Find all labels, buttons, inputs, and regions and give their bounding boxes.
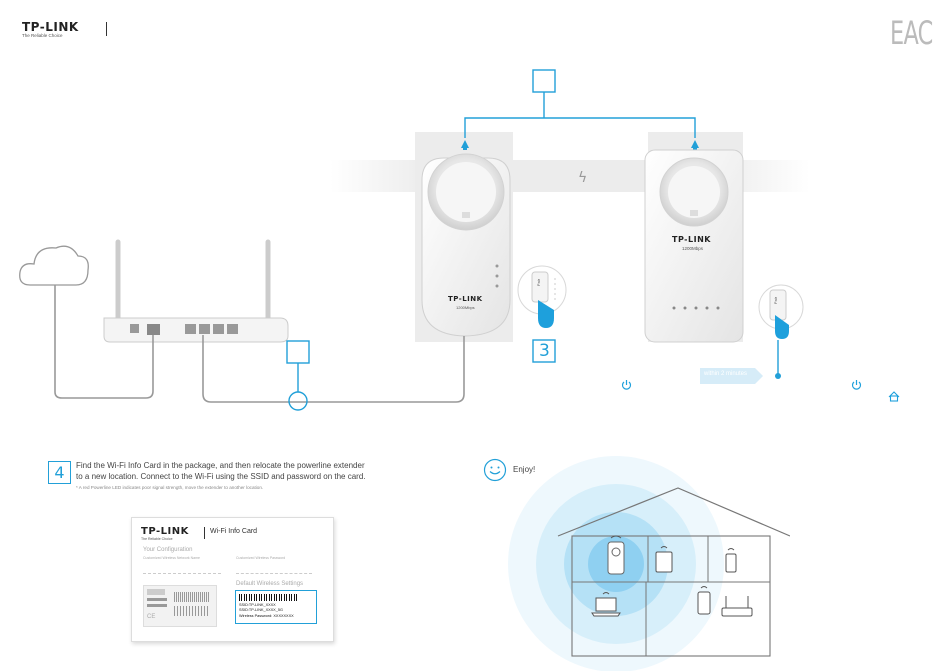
power-icon-left (621, 380, 632, 390)
card-default-box: SSID:TP-LINK_XXXX SSID:TP-LINK_XXXX_5G W… (235, 590, 317, 624)
cable-highlight (288, 391, 308, 411)
arrow-up-left-icon (461, 140, 469, 148)
eac-mark: EAC (890, 14, 933, 52)
card-password: Wireless Password: XXXXXXXX (239, 614, 294, 618)
adapter-brand: TP-LINK (448, 295, 483, 303)
smile-icon (483, 458, 507, 482)
card-title: Wi-Fi Info Card (210, 528, 258, 535)
house-roof (557, 487, 790, 537)
adapter-speed: 1200Mbps (456, 305, 475, 310)
step4-line2: to a new location. Connect to the Wi-Fi … (76, 472, 366, 481)
brand-name: TP-LINK (22, 20, 79, 34)
step-box-cable (286, 340, 310, 364)
card-brand: TP-LINK (141, 526, 189, 537)
brand-tagline: The Reliable Choice (22, 33, 63, 38)
step-box-top (532, 69, 556, 93)
card-divider (204, 527, 205, 539)
room-extender-icon (607, 541, 625, 575)
card-line-1 (143, 573, 221, 574)
bracket-line (464, 117, 696, 138)
step3-box (532, 339, 556, 363)
laptop-icon (595, 597, 617, 612)
tablet-icon (655, 551, 673, 573)
within-arrow (700, 368, 763, 384)
card-ssid2: SSID:TP-LINK_XXXX_5G (239, 608, 283, 612)
card-label-sticker: CE (143, 585, 217, 627)
card-ssid1: SSID:TP-LINK_XXXX (239, 603, 276, 607)
brand-logo: TP-LINK The Reliable Choice (22, 20, 79, 38)
extender-brand: TP-LINK (672, 235, 711, 244)
cable-lan (202, 335, 465, 403)
power-icon-right (851, 380, 862, 390)
step4-line1: Find the Wi-Fi Info Card in the package,… (76, 461, 365, 470)
step3-number: 3 (539, 341, 550, 361)
within-label: within 2 minutes (704, 371, 748, 377)
cloud-icon (19, 245, 89, 286)
pair-label-left: Pair (536, 278, 542, 287)
wifi-info-card: TP-LINK The Reliable Choice Wi-Fi Info C… (131, 517, 334, 642)
card-your-config: Your Configuration (143, 547, 193, 553)
house-walls (571, 535, 771, 657)
hand-icon-left (538, 300, 554, 328)
card-line-2 (236, 573, 312, 574)
card-custom-name: Customized Wireless Network Name (143, 556, 200, 560)
hand-icon-right (775, 315, 789, 339)
step4-box: 4 (48, 461, 71, 484)
card-default-settings: Default Wireless Settings (236, 581, 304, 587)
home-icon (888, 391, 900, 402)
room-adapter-icon (697, 591, 711, 615)
header-divider (106, 22, 107, 36)
house-coverage-illustration (508, 456, 790, 671)
extender-leds (672, 306, 720, 310)
card-barcode (239, 594, 299, 601)
powerline-bolt-icon: ϟ (578, 170, 587, 186)
card-custom-pass: Customized Wireless Password (236, 556, 286, 560)
extender-speed: 1200Mbps (682, 246, 704, 251)
setup-diagram: ϟ (19, 69, 900, 411)
enjoy-label: Enjoy! (513, 465, 536, 474)
step4-number: 4 (54, 463, 65, 482)
arrow-up-right-icon (691, 140, 699, 148)
cable-wan (54, 285, 154, 399)
card-tagline: The Reliable Choice (141, 537, 173, 541)
pair-label-right: Pair (773, 296, 779, 305)
phone-icon (725, 553, 737, 573)
room-router-icon (721, 607, 753, 617)
step4-note: * A red Powerline LED indicates poor sig… (76, 485, 264, 490)
wifi-signal-icons (602, 535, 735, 595)
